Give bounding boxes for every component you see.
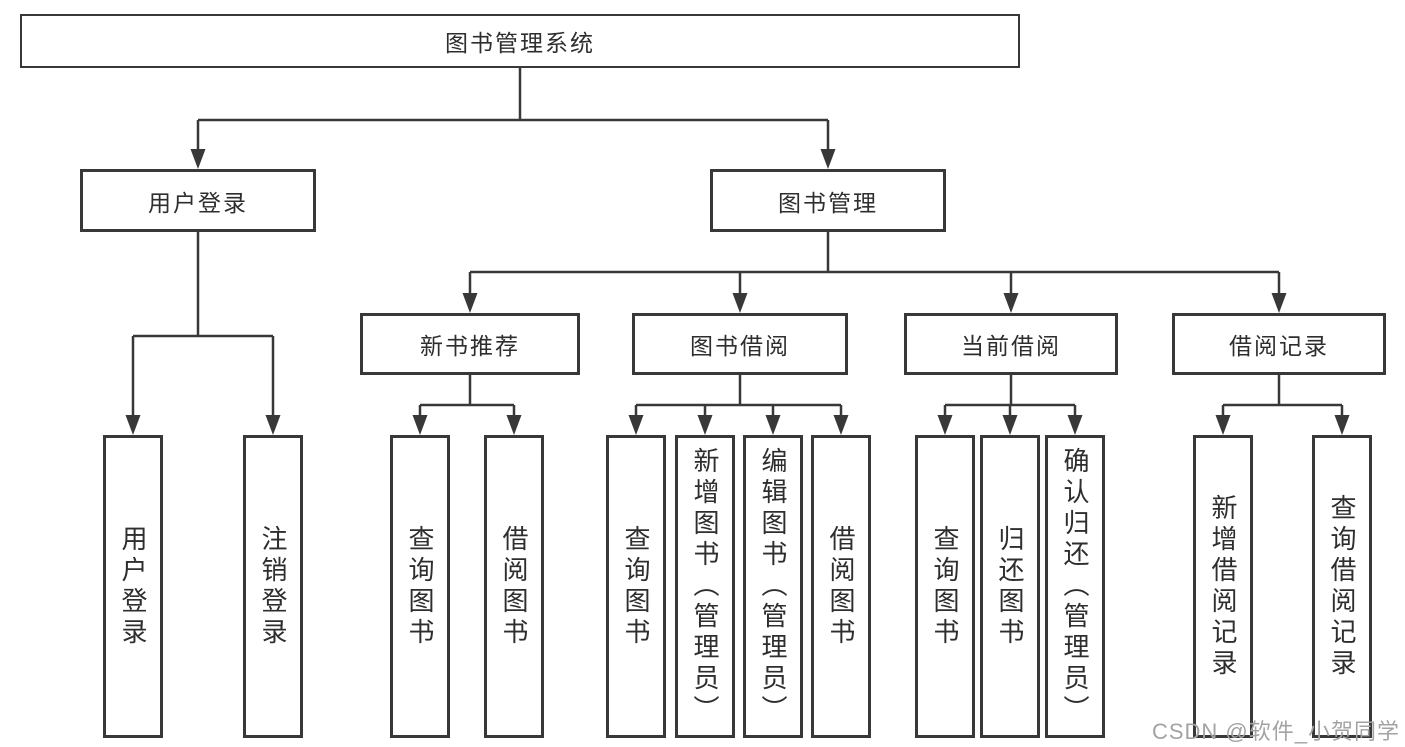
node-book-borrowing: 图书借阅 <box>632 313 848 375</box>
leaf-confirm-return-admin: 确认归还（管理员） <box>1045 435 1105 738</box>
leaf-borrow-books: 借阅图书 <box>811 435 871 738</box>
node-label: 借阅记录 <box>1229 333 1329 359</box>
node-label: 查询图书 <box>621 524 651 649</box>
node-label: 归还图书 <box>995 524 1025 649</box>
leaf-return-books: 归还图书 <box>980 435 1040 738</box>
node-label: 注销登录 <box>258 524 288 649</box>
node-label: 查询图书 <box>405 524 435 649</box>
node-current-borrowing: 当前借阅 <box>904 313 1118 375</box>
node-label: 确认归还（管理员） <box>1060 447 1090 726</box>
leaf-logout: 注销登录 <box>243 435 303 738</box>
leaf-edit-books-admin: 编辑图书（管理员） <box>743 435 803 738</box>
node-label: 用户登录 <box>148 189 248 216</box>
leaf-add-books-admin: 新增图书（管理员） <box>675 435 735 738</box>
leaf-query-books-recommendation: 查询图书 <box>390 435 450 738</box>
node-user-login: 用户登录 <box>80 169 316 232</box>
node-label: 新书推荐 <box>420 333 520 359</box>
node-label: 图书借阅 <box>690 333 790 359</box>
node-label: 查询借阅记录 <box>1327 493 1357 680</box>
node-library-management-system: 图书管理系统 <box>20 14 1020 68</box>
node-book-management: 图书管理 <box>710 169 946 232</box>
node-label: 新增图书（管理员） <box>690 447 720 726</box>
leaf-query-borrow-record: 查询借阅记录 <box>1312 435 1372 738</box>
node-label: 编辑图书（管理员） <box>758 447 788 726</box>
node-label: 查询图书 <box>930 524 960 649</box>
node-label: 借阅图书 <box>499 524 529 649</box>
leaf-borrow-books-recommendation: 借阅图书 <box>484 435 544 738</box>
leaf-query-books-borrowing: 查询图书 <box>606 435 666 738</box>
node-label: 借阅图书 <box>826 524 856 649</box>
leaf-query-books-current: 查询图书 <box>915 435 975 738</box>
node-borrowing-records: 借阅记录 <box>1172 313 1386 375</box>
leaf-add-borrow-record: 新增借阅记录 <box>1193 435 1253 738</box>
node-label: 图书管理系统 <box>445 30 595 56</box>
leaf-user-login: 用户登录 <box>103 435 163 738</box>
node-label: 图书管理 <box>778 189 878 216</box>
node-label: 新增借阅记录 <box>1208 493 1238 680</box>
node-label: 当前借阅 <box>961 333 1061 359</box>
node-new-book-recommendation: 新书推荐 <box>360 313 580 375</box>
node-label: 用户登录 <box>118 524 148 649</box>
csdn-watermark: CSDN @软件_小贺同学 <box>1151 719 1400 744</box>
